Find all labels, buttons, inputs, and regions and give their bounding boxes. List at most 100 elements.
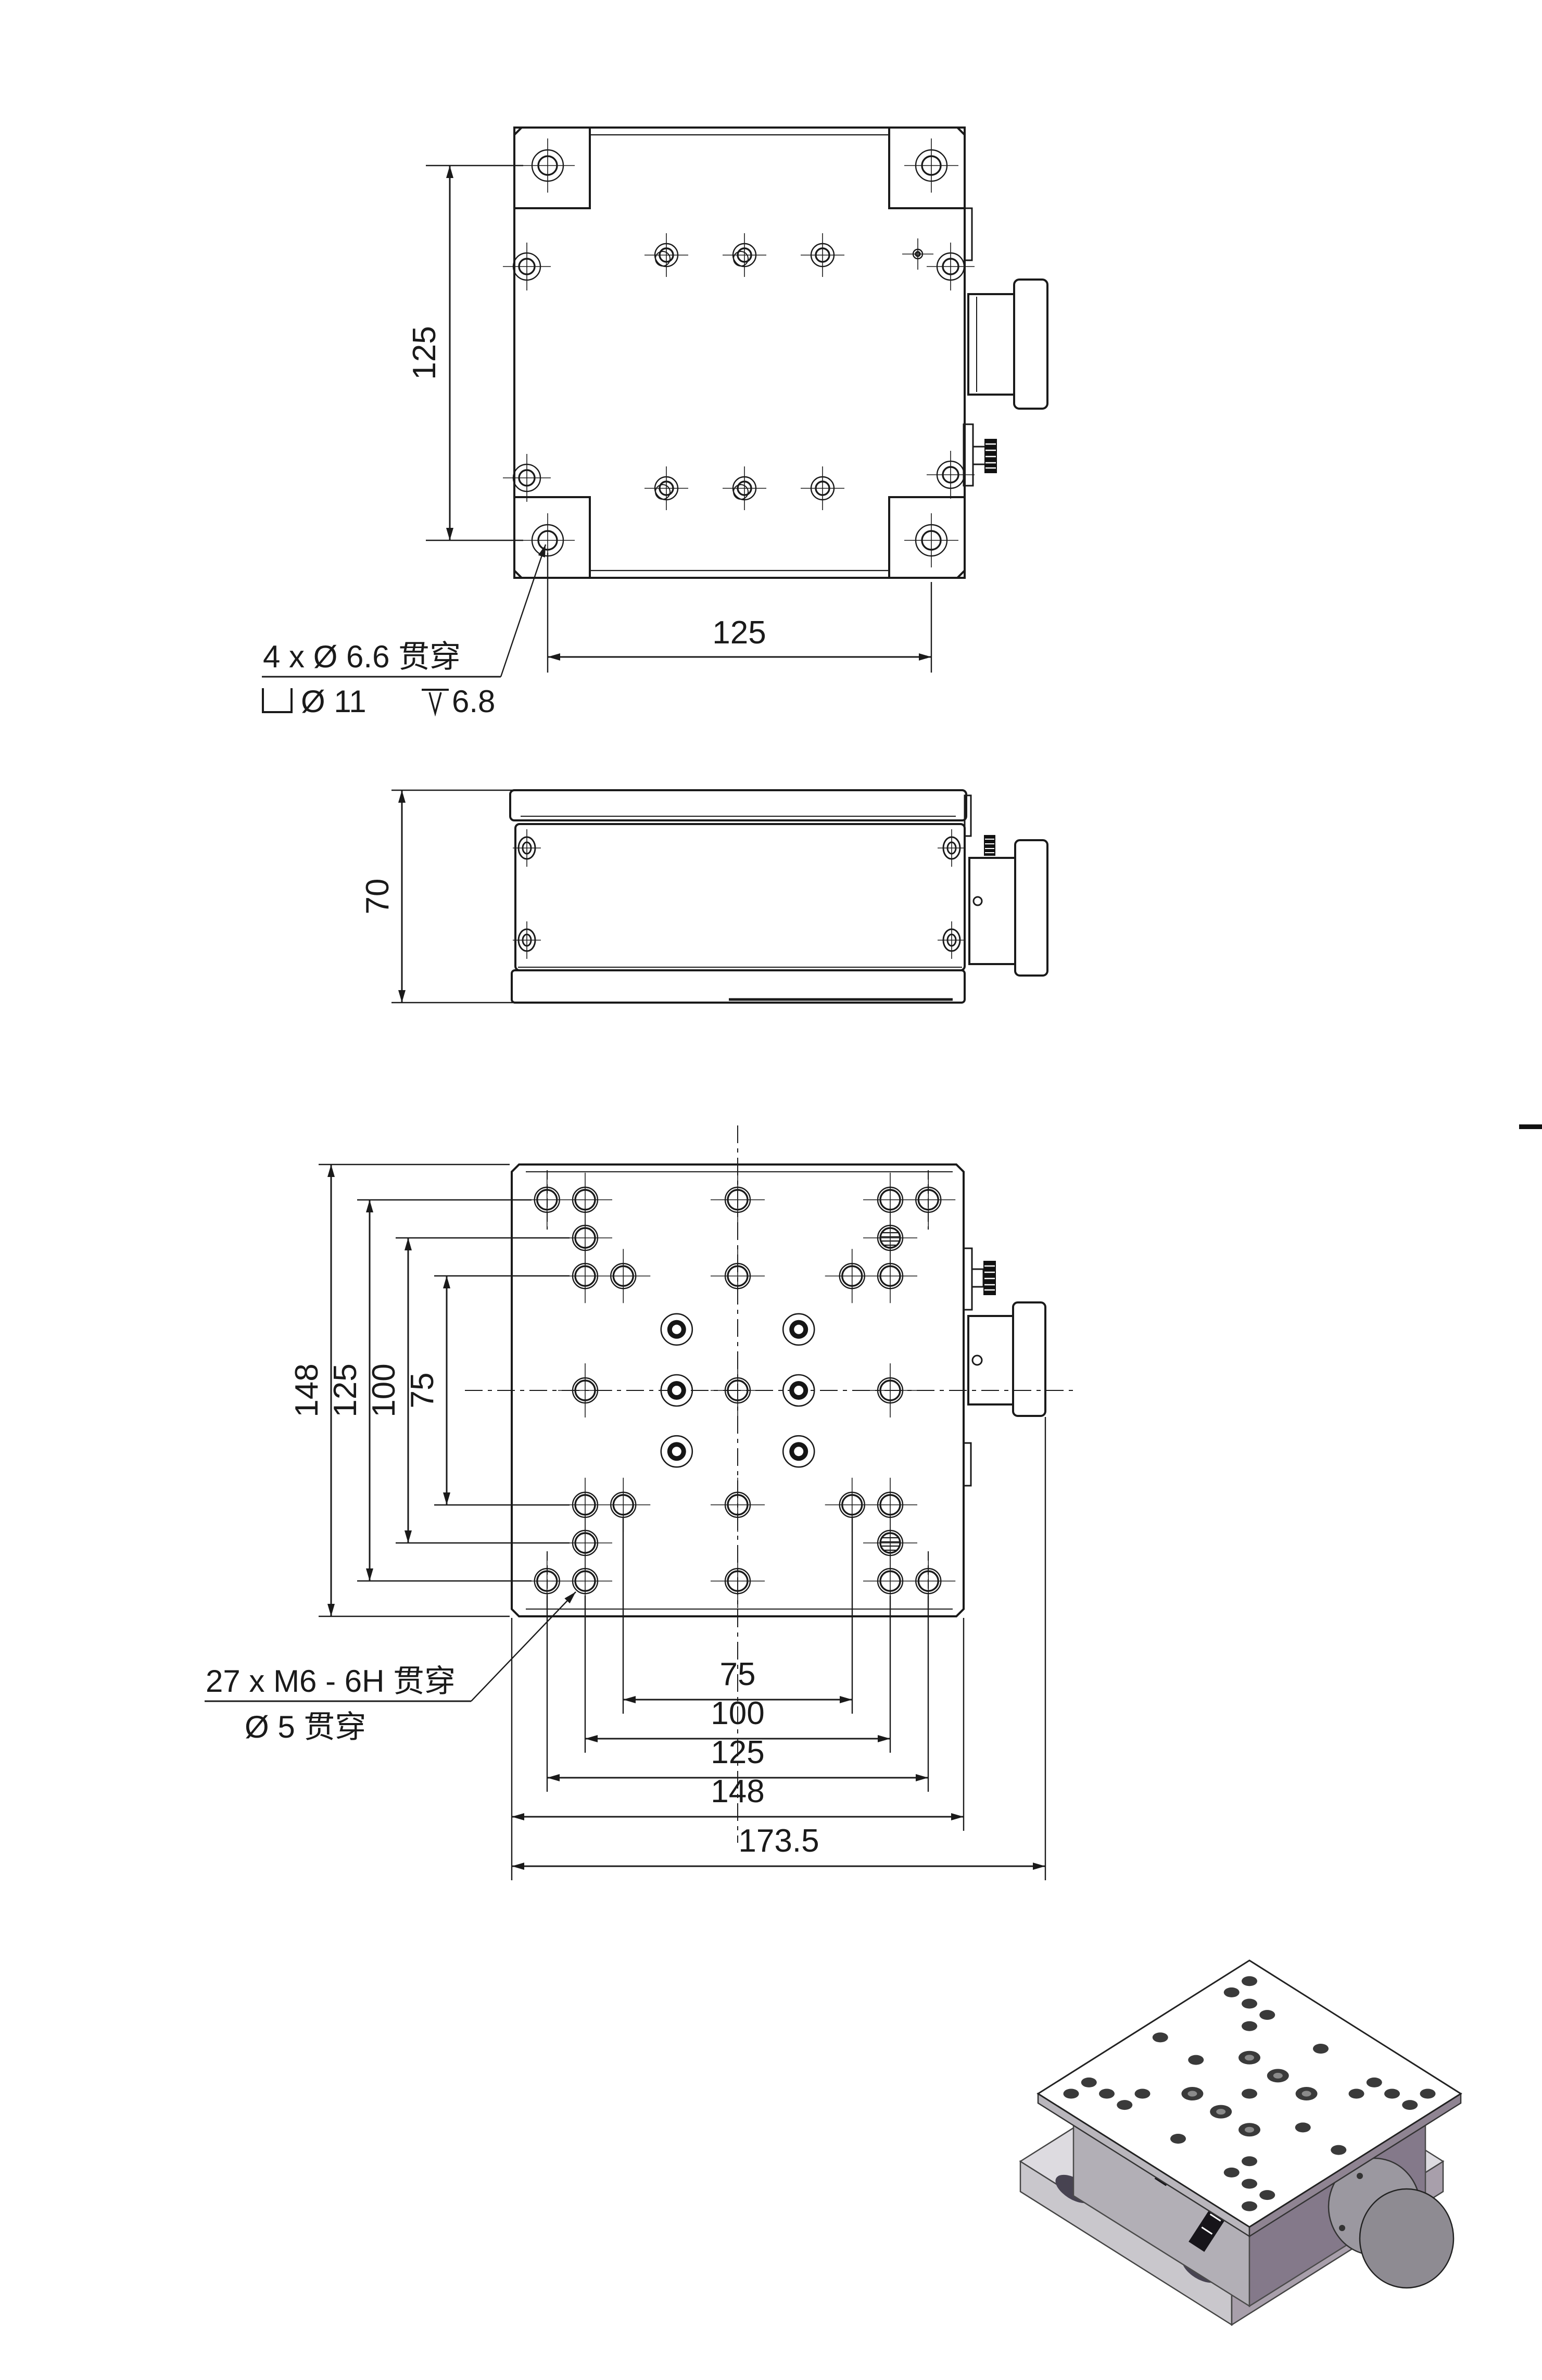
knob-plan2 (967, 1301, 1046, 1417)
hole (801, 466, 844, 510)
corner-tab (888, 126, 966, 209)
depth-icon (422, 689, 449, 717)
hole (723, 233, 766, 277)
plan-plate-outline (511, 1163, 965, 1617)
hole (927, 451, 975, 499)
hole (558, 1211, 612, 1265)
hole (1402, 2100, 1418, 2110)
dim-label: 125 (712, 615, 766, 651)
hole (723, 466, 766, 510)
hole (521, 138, 575, 193)
hole (1152, 2032, 1168, 2043)
hole (1242, 1998, 1257, 2009)
hole (1242, 2179, 1257, 2189)
hole (1134, 2088, 1151, 2099)
dim-label: 125 (407, 326, 443, 379)
leader-line (471, 1591, 576, 1702)
hole (901, 1172, 956, 1227)
hole (596, 1477, 651, 1532)
plan-view-holes (520, 1172, 956, 1609)
dimension-h-125: 125 (546, 1596, 929, 1792)
callout-text: 4 x Ø 6.6 贯穿 (263, 639, 461, 674)
top-view-holes (503, 138, 975, 567)
dim-label: 70 (360, 879, 396, 915)
hole (711, 1363, 765, 1417)
knob-plan (967, 278, 1048, 410)
callout-text2: Ø 5 贯穿 (245, 1710, 366, 1744)
hole (904, 513, 958, 567)
dim-label: 148 (289, 1363, 325, 1417)
hole (1081, 2077, 1097, 2087)
hole (863, 1516, 917, 1570)
leader-line (500, 544, 547, 677)
counterbore-callout: 4 x Ø 6.6 贯穿 Ø 11 6.8 (262, 544, 547, 719)
hole (904, 138, 958, 193)
dim-label: 125 (327, 1363, 363, 1417)
hole (1331, 2145, 1347, 2155)
hole (927, 243, 975, 290)
dim-label: 75 (720, 1656, 756, 1692)
hole (1242, 1976, 1257, 1986)
hole (711, 1554, 765, 1609)
hole (644, 466, 688, 510)
hole (1170, 2134, 1186, 2144)
callout-depth: 6.8 (452, 684, 495, 719)
hole (1242, 2201, 1257, 2211)
hole (1063, 2088, 1079, 2099)
callout-cbore-dia: Ø 11 (301, 684, 366, 719)
dimension-h-100: 100 (584, 1596, 891, 1753)
dimension-h-75: 75 (622, 1517, 853, 1714)
hole (1259, 2190, 1275, 2200)
hole (1223, 1987, 1240, 1997)
setscrew-hole (972, 896, 983, 906)
hole (1259, 2010, 1275, 2020)
dimension-v-100: 100 (366, 1237, 570, 1544)
hole (1099, 2088, 1115, 2099)
thumbscrew-plan (972, 439, 997, 473)
front-view-holes (513, 829, 966, 959)
callout-text: 27 x M6 - 6H 贯穿 (206, 1664, 456, 1699)
hole (503, 454, 551, 502)
plan-view: 148 125 100 75 75 (205, 1125, 1073, 1880)
corner-tab (513, 126, 591, 209)
hole (1366, 2077, 1382, 2087)
hole (1117, 2100, 1133, 2110)
hole (863, 1211, 917, 1265)
hole (711, 1477, 765, 1532)
hole (902, 238, 933, 270)
iso-view (1019, 1959, 1462, 2326)
knob-front (968, 839, 1048, 977)
counterbore-hole (782, 1374, 815, 1407)
dimension-h-173_5: 173.5 (511, 1417, 1046, 1880)
corner-tab (513, 496, 591, 579)
dimension-v-148: 148 (289, 1163, 510, 1617)
counterbore-hole (660, 1435, 693, 1468)
front-view: 70 (360, 789, 1048, 1004)
hole (1295, 2122, 1311, 2133)
page-edge-tick (1519, 1124, 1542, 1129)
hole (1223, 2167, 1240, 2178)
side-bracket (964, 794, 972, 837)
side-bracket (963, 1442, 972, 1487)
hole (711, 1172, 765, 1227)
dim-label: 100 (711, 1695, 764, 1731)
hole (558, 1363, 612, 1417)
top-plate-outline (513, 126, 966, 579)
hole (644, 233, 688, 277)
counterbore-hole (782, 1313, 815, 1346)
counterbore-hole (660, 1374, 693, 1407)
hole (513, 921, 541, 959)
counterbore-icon (262, 688, 293, 713)
thumbscrew-plan2 (963, 1247, 996, 1311)
counterbore-hole (660, 1313, 693, 1346)
hole (1313, 2044, 1329, 2054)
dim-label: 100 (366, 1363, 402, 1417)
hole (1242, 2088, 1257, 2099)
iso-top-holes (1063, 1976, 1436, 2211)
dimension-h-148: 148 (511, 1618, 965, 1831)
hole (1384, 2088, 1400, 2099)
counterbore-hole (782, 1435, 815, 1468)
dimension-v-75: 75 (405, 1275, 570, 1506)
